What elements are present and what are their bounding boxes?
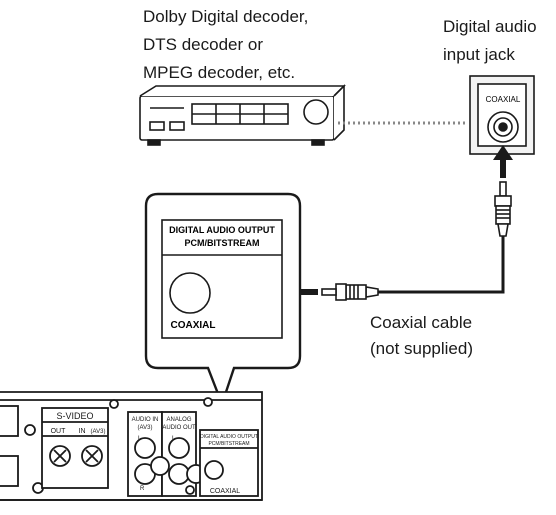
decoder-label-line2: DTS decoder or [143,35,263,54]
screw-icon [109,399,119,409]
arrow-up-icon [493,145,513,160]
decoder-label-line1: Dolby Digital decoder, [143,7,309,26]
audio-in-r-label: R [140,486,145,492]
input-jack-panel [469,75,535,155]
digital-output-label-line2: PCM/BITSTREAM [208,441,249,447]
screw-icon [203,397,213,407]
player-rear-panel [0,391,263,501]
audio-out-label: AUDIO OUT [162,425,196,431]
audio-in-l-label: L [138,436,142,442]
callout-connector-label: COAXIAL [171,320,216,331]
audio-out-l-label: L [172,436,176,442]
audio-out-l-jack-icon [168,437,190,459]
volume-knob-icon [303,99,329,125]
callout-title-line2: PCM/BITSTREAM [185,238,260,248]
jack-label-line2: input jack [443,45,515,64]
rca-plug-vertical [494,181,512,237]
screw-icon [24,424,36,436]
digital-coaxial-jack-icon [204,460,224,480]
svideo-in-sub-label: (AV3) [91,429,106,435]
audio-in-label: AUDIO IN [132,417,159,423]
receiver-button-icon [169,121,185,131]
rca-plug-horizontal [321,283,379,301]
svideo-label: S-VIDEO [56,411,93,421]
av-receiver [139,84,346,146]
svideo-in-label: IN [79,428,86,435]
cable-label-line1: Coaxial cable [370,313,473,332]
callout-title-line1: DIGITAL AUDIO OUTPUT [169,225,275,235]
audio-in-l-jack-icon [134,437,156,459]
audio-in-sub-label: (AV3) [138,425,153,431]
svideo-out-label: OUT [51,428,67,435]
digital-output-label-line1: DIGITAL AUDIO OUTPUT [200,434,258,440]
audio-out-r-jack-icon [168,463,190,485]
receiver-button-icon [149,121,165,131]
analog-label: ANALOG [166,417,191,423]
decoder-label-line3: MPEG decoder, etc. [143,63,296,82]
jack-label-line1: Digital audio [443,17,537,36]
screw-icon [185,485,195,495]
cable-label-line2: (not supplied) [370,339,474,358]
digital-coaxial-label: COAXIAL [210,488,240,495]
callout-panel [161,219,283,339]
coaxial-output-icon [169,272,211,314]
jack-panel-label: COAXIAL [486,95,521,104]
coaxial-cable [378,236,505,294]
